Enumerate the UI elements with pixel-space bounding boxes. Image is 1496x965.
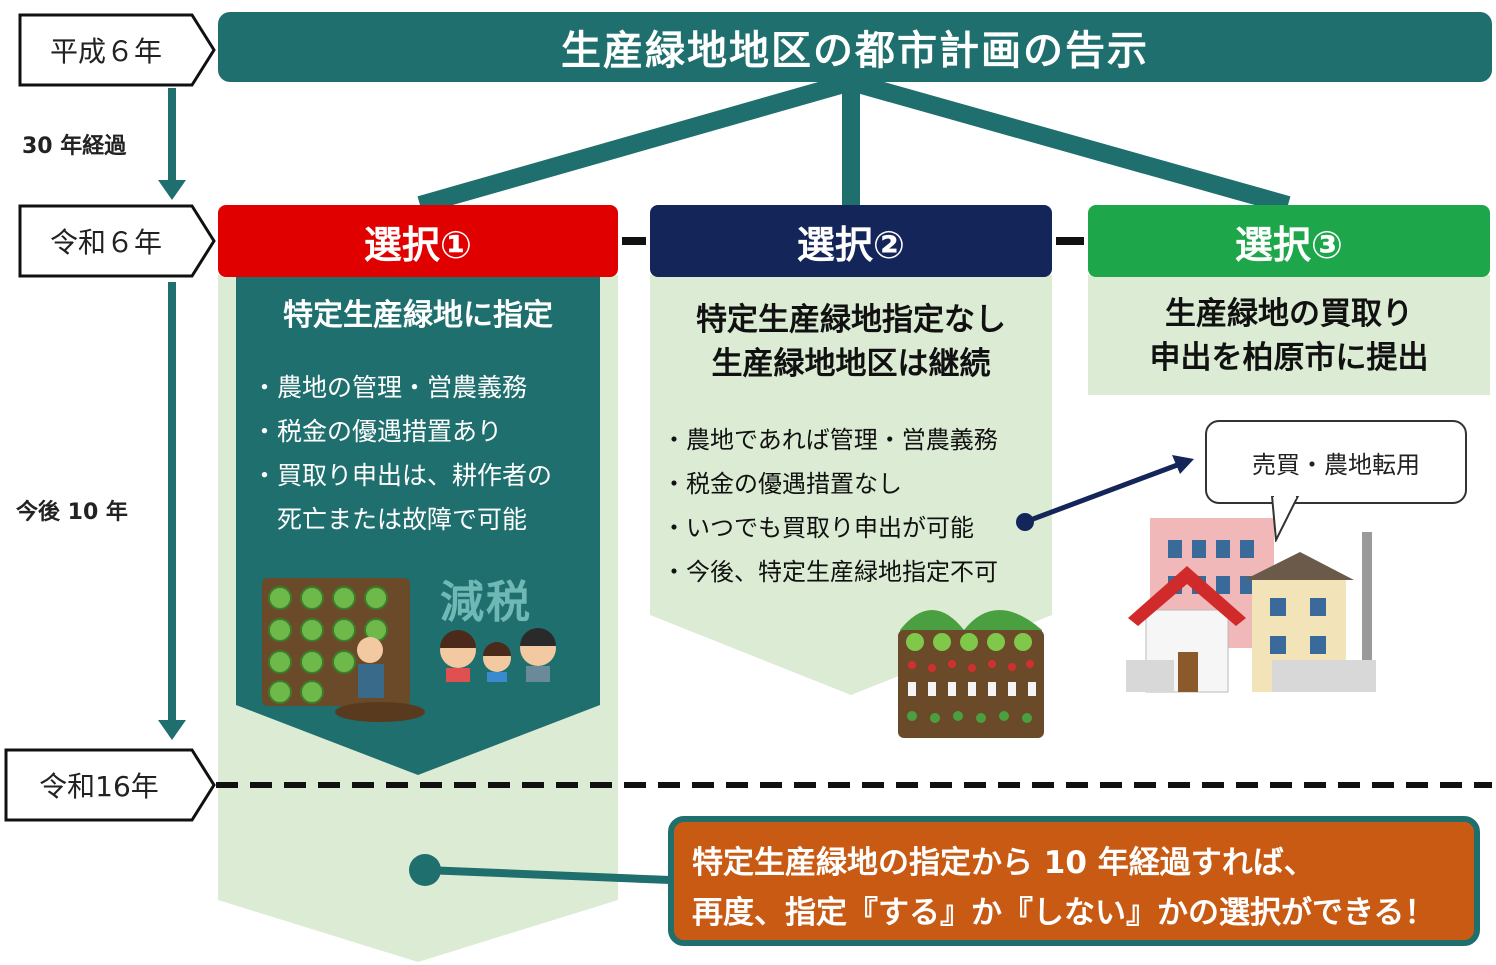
choice2-list: ・農地であれば管理・営農義務 ・税金の優遇措置なし ・いつでも買取り申出が可能 … (662, 418, 1052, 594)
choice3-heading: 生産緑地の買取り 申出を柏原市に提出 (1088, 292, 1490, 380)
choice2-heading-line: 特定生産緑地指定なし (696, 302, 1006, 338)
choice1-item: ・税金の優遇措置あり (252, 417, 503, 446)
era-marker-h6 (18, 13, 216, 87)
era-label-r16: 令和16年 (39, 770, 159, 803)
vegetable-field-illustration (898, 610, 1044, 738)
tax-reduction-badge: 減税 (440, 577, 532, 628)
note-box: 特定生産緑地の指定から 10 年経過すれば、 再度、指定『する』か『しない』かの… (668, 816, 1480, 946)
houses-illustration (1126, 518, 1376, 693)
note-line: 再度、指定『する』か『しない』かの選択ができる！ (692, 895, 1436, 931)
choice3-panel (1088, 275, 1490, 395)
after-10-label: 今後 10 年 (16, 500, 128, 525)
choice1-header: 選択① (218, 205, 618, 277)
choice3-heading-line: 生産緑地の買取り (1165, 296, 1413, 332)
cabbage-field-illustration (262, 578, 425, 722)
family-illustration (440, 628, 556, 682)
choice2-panel (650, 275, 1052, 695)
speech-balloon: 売買・農地転用 (1205, 420, 1467, 504)
balloon-tail (1270, 496, 1300, 542)
choice2-item: ・農地であれば管理・営農義務 (662, 426, 998, 454)
note-line: 特定生産緑地の指定から 10 年経過すれば、 (692, 845, 1315, 881)
main-title: 生産緑地地区の都市計画の告示 (218, 12, 1492, 82)
era-label-h6: 平成６年 (49, 35, 162, 68)
choice2-item: ・今後、特定生産緑地指定不可 (662, 558, 998, 586)
era-label-r6: 令和６年 (49, 226, 162, 259)
choice1-heading: 特定生産緑地に指定 (283, 298, 553, 333)
choice3-heading-line: 申出を柏原市に提出 (1149, 340, 1429, 376)
choice3-header: 選択③ (1088, 205, 1490, 277)
era-marker-r6 (18, 204, 216, 278)
elapsed-30-label: 30 年経過 (22, 134, 127, 159)
choice1-item: ・買取り申出は、耕作者の (252, 461, 553, 490)
choice1-item: 死亡または故障で可能 (252, 505, 528, 534)
era-marker-r16 (4, 748, 216, 822)
choice2-heading: 特定生産緑地指定なし 生産緑地地区は継続 (650, 298, 1052, 386)
choice2-item: ・税金の優遇措置なし (662, 470, 902, 498)
choice2-heading-line: 生産緑地地区は継続 (711, 346, 991, 382)
choice1-item: ・農地の管理・営農義務 (252, 373, 528, 402)
choice1-list: ・農地の管理・営農義務 ・税金の優遇措置あり ・買取り申出は、耕作者の 死亡また… (252, 366, 596, 542)
choice2-item: ・いつでも買取り申出が可能 (662, 514, 974, 542)
choice2-header: 選択② (650, 205, 1052, 277)
